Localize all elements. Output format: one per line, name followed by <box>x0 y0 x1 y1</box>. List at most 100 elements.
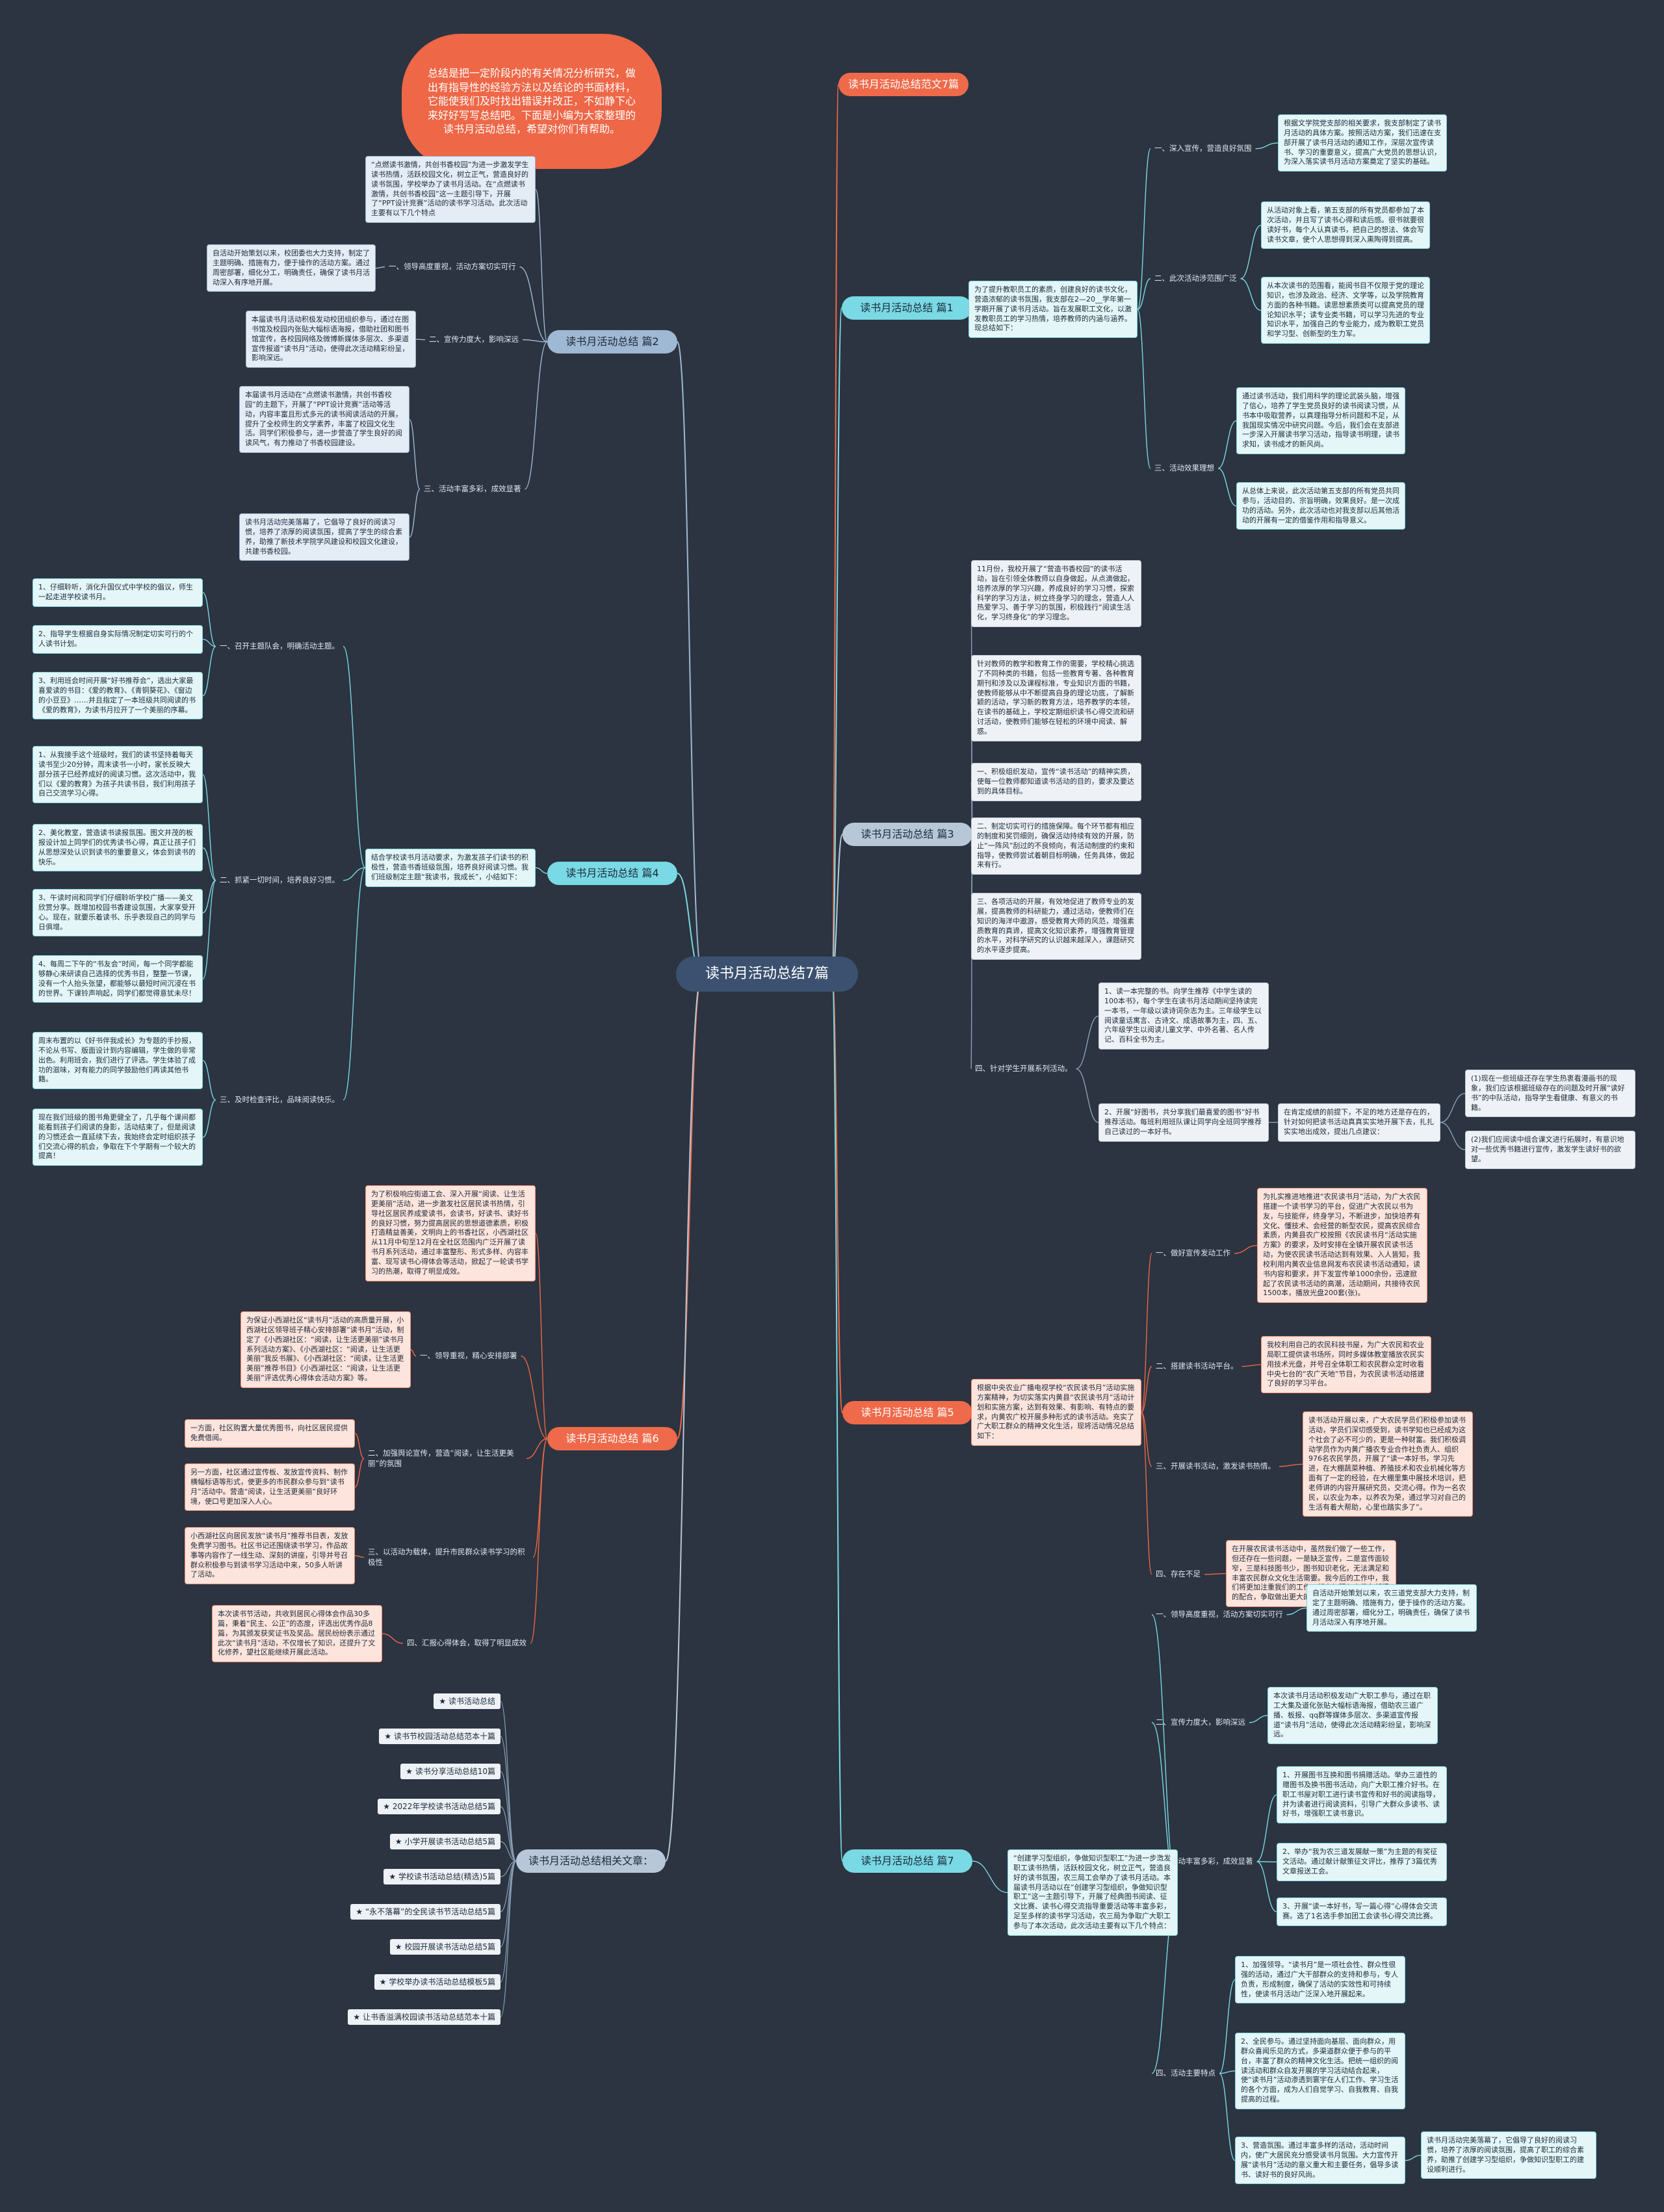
connector-line <box>526 1438 548 1460</box>
b7-s3-leaf-1: 1、开展图书互换和图书捐赠活动。举办三道性的赠图书及换书图书活动，向广大职工推介… <box>1277 1766 1447 1824</box>
connector-line <box>500 1841 517 1862</box>
related-article-item[interactable]: ★ 读书节校园活动总结范本十篇 <box>379 1729 500 1744</box>
b6-s2-leaf-1: 一方面，社区购置大量优秀图书，向社区居民提供免费借阅。 <box>185 1419 355 1448</box>
branch-title-b3[interactable]: 读书月活动总结 篇3 <box>842 823 972 846</box>
b7-section-4[interactable]: 四、活动主要特点 <box>1156 2068 1216 2077</box>
connector-line <box>1141 1253 1152 1413</box>
b1-section-1[interactable]: 一、深入宣传，营造良好氛围 <box>1154 144 1252 153</box>
b6-section-1[interactable]: 一、领导重视，精心安排部署 <box>420 1351 517 1360</box>
branch-title-b6[interactable]: 读书月活动总结 篇6 <box>547 1427 677 1450</box>
b3-leaf-4: 二、制定切实可行的措施保障。每个环节都有相应的制度和奖罚细则，确保活动持续有效的… <box>971 817 1141 875</box>
b1-s1-leaf: 根据文学院党支部的相关要求，我支部制定了读书月活动的具体方案。按照活动方案，我们… <box>1278 114 1447 172</box>
b7-s4-leaf-2: 2、全民参与。通过坚持面向基层、面向群众，用群众喜闻乐见的方式，多渠道群众便于参… <box>1235 2033 1405 2109</box>
b5-s2-leaf: 我校利用自己的农民科技书屋，为广大农民和农业局职工提供读书场所，同时多媒体教室播… <box>1261 1336 1431 1394</box>
branch-title-b1[interactable]: 读书月活动总结 篇1 <box>842 296 972 320</box>
branch-title-b4[interactable]: 读书月活动总结 篇4 <box>547 862 677 885</box>
b4-section-1[interactable]: 一、召开主题队会，明确活动主题。 <box>220 641 339 650</box>
connector-line <box>1217 420 1237 469</box>
b5-section-1[interactable]: 一、做好宣传发动工作 <box>1156 1248 1230 1257</box>
connector-line <box>202 880 216 914</box>
related-article-item[interactable]: ★ 学校举办读书活动总结模板5篇 <box>374 1974 500 1990</box>
connector-line <box>831 973 843 1413</box>
b2-section-2[interactable]: 二、宣传力度大，影响深远 <box>429 335 519 344</box>
related-article-item[interactable]: ★ “永不落幕”的全民读书节活动总结5篇 <box>350 1904 500 1920</box>
b3-s4b-leaf-1: (1)现在一些班级还存在学生热衷看漫画书的现象，我们应该根据班级存在的问题及时开… <box>1465 1070 1635 1118</box>
b1-section-3[interactable]: 三、活动效果理想 <box>1154 463 1214 472</box>
b7-section-3[interactable]: 三、活动丰富多彩，成效显著 <box>1156 1857 1253 1866</box>
b2-intro-leaf: “点燃读书激情，共创书香校园”为进一步激发学生读书热情，活跃校园文化，树立正气，… <box>365 156 536 224</box>
b1-summary: 为了提升教职员工的素质，创建良好的读书文化，营造浓郁的读书氛围，我支部在2—20… <box>968 281 1138 339</box>
connector-line <box>343 646 366 868</box>
branch-title-b7[interactable]: 读书月活动总结 篇7 <box>842 1849 972 1873</box>
connector-line <box>1076 1015 1099 1070</box>
b3-leaf-5: 三、各项活动的开展，有效地促进了教师专业的发展，提高教师的科研能力，通过活动，使… <box>971 893 1141 960</box>
connector-line <box>677 973 703 1439</box>
b6-s4-leaf: 本次读书节活动，共收到居民心得体会作品30多篇，秉着“民主、公正”的态度，评选出… <box>212 1605 382 1663</box>
connector-line <box>1286 1607 1307 1615</box>
connector-line <box>535 188 548 342</box>
connector-line <box>202 1060 216 1101</box>
related-article-item[interactable]: ★ 让书香溢满校园读书活动总结范本十篇 <box>348 2009 500 2025</box>
connector-line <box>1256 1794 1277 1862</box>
b4-s3-leaf-2: 现在我们班级的图书角更健全了，几乎每个课间都能看到孩子们阅读的身影，活动结束了，… <box>32 1109 203 1166</box>
b1-s3-leaf-2: 从总体上来说，此次活动第五支部的所有党员共同参与，活动目的、宗旨明确，效果良好。… <box>1236 482 1405 530</box>
b7-s4-leaf-4: 读书月活动完美落幕了，它倡导了良好的阅读习惯，培养了浓厚的阅读氛围，提高了职工的… <box>1421 2131 1596 2180</box>
b4-s2-leaf-3: 3、午读时间和同学们仔细聆听学校广播——美文欣赏分享。既增加校园书香建设氛围，大… <box>32 889 203 937</box>
branch-title-b0[interactable]: 读书月活动总结范文7篇 <box>838 73 968 96</box>
connector-line <box>354 1433 365 1460</box>
connector-line <box>1440 1122 1466 1150</box>
b4-section-2[interactable]: 二、抓紧一切时间，培养良好习惯。 <box>220 875 339 884</box>
b7-s3-leaf-2: 2、举办“我为农三道发展献一策”为主题的有奖征文活动。通过献计献策征文评比，推荐… <box>1277 1843 1447 1881</box>
b2-section-1[interactable]: 一、领导高度重视，活动方案切实可行 <box>389 262 516 271</box>
related-article-item[interactable]: ★ 小学开展读书活动总结5篇 <box>389 1834 500 1849</box>
related-article-item[interactable]: ★ 学校读书活动总结(精选)5篇 <box>384 1869 500 1884</box>
connector-line <box>409 489 421 538</box>
connector-line <box>1255 142 1279 149</box>
branch-title-b2[interactable]: 读书月活动总结 篇2 <box>547 330 677 354</box>
connector-line <box>1141 1411 1152 1467</box>
connector-line <box>1219 2070 1236 2074</box>
b3-section-4[interactable]: 四、针对学生开展系列活动。 <box>975 1064 1072 1073</box>
connector-line <box>500 1860 517 1983</box>
b3-leaf-1: 11月份，我校开展了“营造书香校园”的读书活动，旨在引领全体教师以自身做起，从点… <box>971 560 1141 628</box>
b7-summary: “创建学习型组织，争做知识型职工”为进一步激发职工读书热情，活跃校园文化，树立正… <box>1008 1849 1178 1936</box>
connector-line <box>382 1633 404 1644</box>
related-article-item[interactable]: ★ 读书分享活动总结10篇 <box>400 1764 500 1779</box>
b6-section-4[interactable]: 四、汇报心得体会，取得了明显成效 <box>407 1638 526 1647</box>
b5-section-4[interactable]: 四、存在不足 <box>1156 1569 1201 1578</box>
b6-s2-leaf-2: 另一方面，社区通过宣传板、发放宣传资料、制作横幅标语等形式，使更多的市民群众参与… <box>185 1463 355 1511</box>
b5-section-2[interactable]: 二、搭建读书活动平台。 <box>1156 1361 1238 1370</box>
b4-s1-leaf-1: 1、仔细聆听，消化升国仪式中学校的倡议，师生一起走进学校读书月。 <box>32 578 203 607</box>
b1-section-2[interactable]: 二、此次活动涉范围广泛 <box>1154 274 1237 283</box>
connector-line <box>530 1438 548 1644</box>
connector-line <box>521 1356 548 1439</box>
connector-line <box>415 339 426 341</box>
b6-section-2[interactable]: 二、加强舆论宣传，营造“阅读，让生活更美丽”的氛围 <box>368 1448 514 1468</box>
b4-s1-leaf-3: 3、利用班会时间开展“好书推荐会”，选出大家最喜爱读的书目：《爱的教育》、《青铜… <box>32 672 203 720</box>
branch-title-b5[interactable]: 读书月活动总结 篇5 <box>842 1401 972 1424</box>
connector-line <box>202 774 216 881</box>
related-article-item[interactable]: ★ 校园开展读书活动总结5篇 <box>389 1939 500 1955</box>
connector-line <box>535 867 548 874</box>
b3-s4b-leaf-2: (2)我们应阅读中组合课文进行拓展时，有意识地对一些优秀书籍进行宣传，激发学生读… <box>1465 1131 1635 1169</box>
b2-section-3[interactable]: 三、活动丰富多彩，成效显著 <box>424 484 521 493</box>
b5-section-3[interactable]: 三、开展读书活动，激发读书热情。 <box>1156 1461 1275 1471</box>
b4-section-3[interactable]: 三、及时检查评比，品味阅读快乐。 <box>220 1095 339 1104</box>
connector-line <box>1234 1244 1258 1254</box>
b6-section-3[interactable]: 三、以活动为载体，提升市民群众读书学习的积极性 <box>368 1547 525 1567</box>
related-article-item[interactable]: ★ 2022年学校读书活动总结5篇 <box>378 1799 500 1814</box>
b6-s3-leaf: 小西湖社区向居民发放“读书月”推荐书目表，发放免费学习图书。社区书记还围绕读书学… <box>185 1527 355 1585</box>
related-articles-title[interactable]: 读书月活动总结相关文章： <box>516 1849 666 1873</box>
b6-intro-leaf: 为了积极响应街道工会、深入开展“阅读、让生活更美丽”活动，进一步激发社区居民读书… <box>365 1185 536 1281</box>
b7-s1-leaf: 自活动开始策划以来，农三道党支部大力支持，制定了主题明确、措施有力，便于操作的活… <box>1306 1584 1477 1632</box>
connector-line <box>1440 1092 1466 1123</box>
connector-line <box>831 307 842 975</box>
b7-section-2[interactable]: 二、宣传力度大，影响深远 <box>1156 1717 1245 1727</box>
intro-text: 总结是把一定阶段内的有关情况分析研究，做出有指导性的经验方法以及结论的书面材料，… <box>427 67 636 136</box>
connector-line <box>202 592 216 647</box>
connector-line <box>532 1438 548 1558</box>
b7-section-1[interactable]: 一、领导高度重视，活动方案切实可行 <box>1156 1610 1283 1619</box>
connector-line <box>500 1736 517 1862</box>
central-topic[interactable]: 读书月活动总结7篇 <box>676 957 858 992</box>
related-article-item[interactable]: ★ 读书活动总结 <box>434 1693 500 1709</box>
